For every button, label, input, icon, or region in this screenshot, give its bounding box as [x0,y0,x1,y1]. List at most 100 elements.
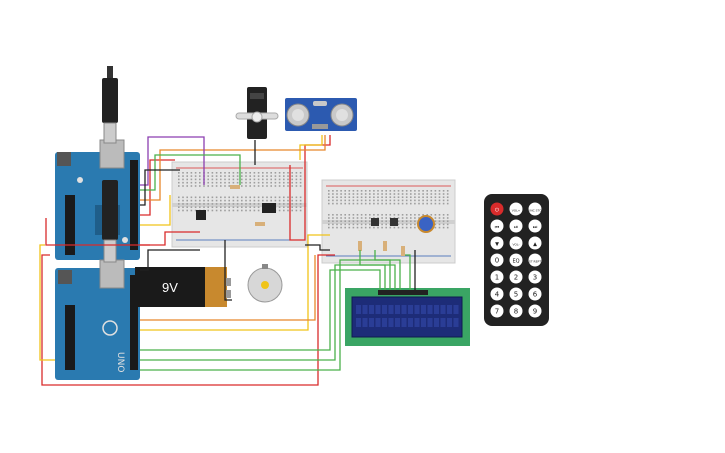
breadboard-hole [446,223,449,226]
breadboard-hole [291,196,293,199]
breadboard-hole [182,172,184,174]
remote-button[interactable] [528,304,542,318]
breadboard-hole [207,178,209,181]
remote-button[interactable] [509,270,523,284]
remote-button[interactable] [490,219,504,233]
breadboard-hole [253,196,256,199]
remote-button[interactable] [490,270,504,284]
breadboard-hole [295,185,298,187]
remote-button[interactable] [509,219,523,233]
breadboard-hole [291,203,293,205]
breadboard-hole [405,220,408,222]
breadboard-hole [344,220,346,222]
breadboard-hole [369,199,371,202]
breadboard-hole [194,181,197,184]
remote-button[interactable] [509,253,523,267]
arduino-bottom[interactable]: UNO [55,259,140,380]
breadboard-hole [299,175,302,177]
lcd-cell [421,305,426,314]
breadboard-hole [410,199,412,202]
breadboard-hole [410,202,412,205]
breadboard-hole [360,199,363,202]
breadboard-hole [369,220,371,222]
breadboard-hole [373,214,375,216]
breadboard-hole [332,199,334,202]
servo-motor[interactable] [235,87,279,139]
arduino-top[interactable] [55,139,140,260]
breadboard-hole [438,220,441,222]
breadboard-hole [203,185,205,187]
breadboard-hole [422,196,424,198]
breadboard-hole [270,196,272,199]
breadboard-hole [287,209,289,212]
breadboard-hole [397,199,400,202]
breadboard-hole [283,185,285,187]
breadboard-hole [186,175,188,177]
battery-9v[interactable]: 9V [135,267,231,307]
breadboard-hole [336,202,338,205]
breadboard-hole [344,223,346,226]
breadboard-hole [364,226,367,229]
remote-button[interactable] [528,202,542,216]
breadboard-hole [364,199,367,202]
breadboard-hole [266,181,268,184]
breadboard-hole [278,203,281,205]
remote-button[interactable] [528,287,542,301]
breadboard-hole [369,202,371,205]
breadboard-hole [295,206,298,208]
pushbutton[interactable] [390,218,398,226]
breadboard-hole [360,214,363,216]
breadboard-hole [199,185,201,187]
breadboard-hole [215,172,218,174]
breadboard-hole [356,223,359,226]
breadboard-hole [224,203,226,205]
remote-button[interactable] [509,202,523,216]
breadboard-right[interactable] [321,179,456,264]
breadboard-hole [344,214,346,216]
breadboard-hole [278,196,281,199]
lcd-cell [382,318,387,327]
breadboard-hole [332,202,334,205]
breadboard-hole [414,214,416,216]
breadboard-hole [228,209,230,212]
breadboard-hole [348,214,351,216]
remote-button[interactable] [528,270,542,284]
remote-button[interactable] [490,304,504,318]
breadboard-hole [360,223,363,226]
breadboard-hole [360,196,363,198]
remote-button[interactable] [509,236,523,250]
breadboard-hole [401,196,404,198]
breadboard-hole [410,196,412,198]
breadboard-hole [194,199,197,202]
breadboard-hole [299,185,302,187]
lcd-16x2[interactable] [345,288,470,346]
remote-button[interactable] [509,287,523,301]
remote-button[interactable] [528,219,542,233]
breadboard-hole [434,226,437,229]
breadboard-hole [262,172,264,174]
remote-button[interactable] [528,253,542,267]
breadboard-hole [414,190,416,192]
breadboard-hole [340,196,342,198]
lcd-cell [401,305,407,314]
breadboard-hole [241,172,243,174]
remote-button[interactable] [490,253,504,267]
remote-button[interactable] [528,236,542,250]
ultrasonic-sensor[interactable] [285,98,357,131]
remote-button[interactable] [490,202,504,216]
remote-button[interactable] [509,304,523,318]
remote-button[interactable] [490,287,504,301]
breadboard-hole [332,196,334,198]
breadboard-hole [410,214,412,216]
potentiometer[interactable] [417,215,435,233]
dc-motor[interactable] [247,264,283,303]
breadboard-hole [224,178,226,181]
breadboard-hole [194,175,197,177]
breadboard-hole [385,223,387,226]
pushbutton[interactable] [371,218,379,226]
breadboard-hole [381,226,383,229]
breadboard-hole [438,190,441,192]
remote-button[interactable] [490,236,504,250]
breadboard-hole [178,172,180,174]
